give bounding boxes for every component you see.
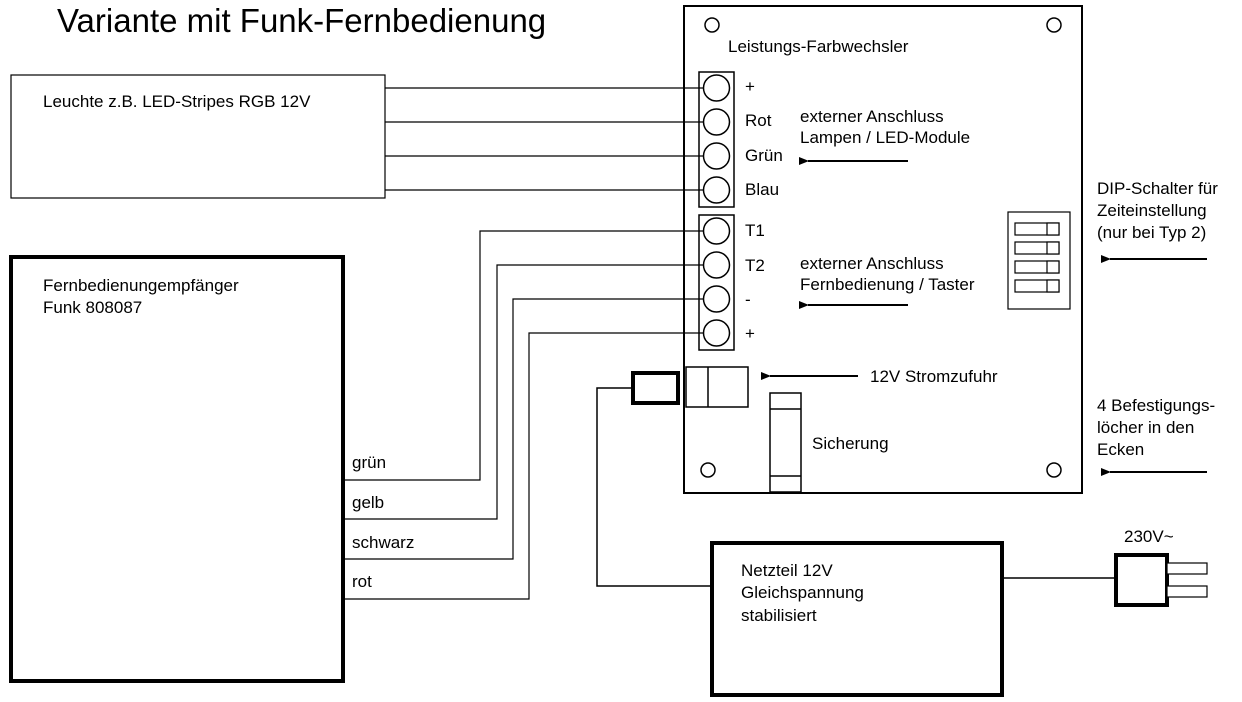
controller-title: Leistungs-Farbwechsler (728, 37, 909, 56)
mounting-hole-icon (1046, 17, 1062, 33)
diagram-title: Variante mit Funk-Fernbedienung (57, 2, 546, 39)
mounting-hole-icon (704, 17, 720, 33)
note-remote-line-1: externer Anschluss (800, 254, 944, 273)
screw-terminal-icon (702, 217, 731, 245)
mounting-hole-icon (700, 462, 716, 478)
receiver-title-line-2: Funk 808087 (43, 298, 142, 317)
terminal-label-minus: - (745, 290, 751, 309)
dip-note-line-1: DIP-Schalter für (1097, 179, 1218, 198)
dip-switch-toggle-icon (1046, 222, 1060, 236)
wire-plus-red (343, 332, 703, 600)
screw-terminal-icon (702, 108, 731, 136)
dip-switch-housing (1007, 211, 1071, 310)
power-supply-line-3: stabilisiert (741, 606, 817, 625)
dip-note-line-2: Zeiteinstellung (1097, 201, 1207, 220)
fuse-holder (769, 392, 802, 493)
mounting-hole-icon (1046, 462, 1062, 478)
dip-note-line-3: (nur bei Typ 2) (1097, 223, 1206, 242)
power-supply-line-2: Gleichspannung (741, 583, 864, 602)
dip-switch (1007, 211, 1071, 310)
note-lamps-line-1: externer Anschluss (800, 107, 944, 126)
controller-outline (683, 5, 1083, 494)
receiver-wire-label-yellow: gelb (352, 493, 384, 512)
screw-terminal-icon (702, 176, 731, 204)
power-supply-line-1: Netzteil 12V (741, 561, 833, 580)
lamp-box (10, 74, 386, 199)
plug-pin-icon (1166, 585, 1208, 598)
remote-wires (343, 230, 703, 600)
wire-t1-green (343, 230, 703, 481)
dip-switch-toggle-icon (1046, 279, 1060, 293)
power-supply-box (710, 541, 1004, 697)
terminal-label-plus: + (745, 77, 755, 96)
plug-label: 230V~ (1124, 527, 1174, 546)
terminal-block-lamps: + Rot Grün Blau (698, 71, 783, 208)
note-lamps-line-2: Lampen / LED-Module (800, 128, 970, 147)
screw-terminal-icon (702, 74, 731, 102)
controller-board: Leistungs-Farbwechsler + Rot Grün Blau T… (631, 5, 1083, 494)
receiver-wire-label-black: schwarz (352, 533, 414, 552)
lamp-wires (385, 87, 703, 191)
fuse-label: Sicherung (812, 434, 889, 453)
receiver-wire-label-red: rot (352, 572, 372, 591)
power-input-label: 12V Stromzufuhr (870, 367, 998, 386)
holes-note-line-3: Ecken (1097, 440, 1144, 459)
power-socket (685, 366, 749, 408)
power-plug (631, 371, 680, 405)
dip-switch-toggle-icon (1046, 260, 1060, 274)
wire-minus-black (343, 298, 703, 560)
terminal-block-remote: T1 T2 - + (698, 214, 765, 351)
lamp-label: Leuchte z.B. LED-Stripes RGB 12V (43, 92, 311, 111)
receiver-title-line-1: Fernbedienungempfänger (43, 276, 239, 295)
terminal-label-t2: T2 (745, 256, 765, 275)
fuse (769, 392, 802, 493)
terminal-label-blue: Blau (745, 180, 779, 199)
plug-pin-icon (1166, 562, 1208, 575)
receiver-wire-label-green: grün (352, 453, 386, 472)
screw-terminal-icon (702, 319, 731, 347)
receiver-box (9, 255, 345, 683)
terminal-label-red: Rot (745, 111, 772, 130)
screw-terminal-icon (702, 142, 731, 170)
screw-terminal-icon (702, 285, 731, 313)
terminal-label-t1: T1 (745, 221, 765, 240)
mains-plug-icon (1114, 553, 1208, 607)
wire-t2-yellow (343, 264, 703, 520)
wire-power-supply (596, 387, 712, 587)
terminal-label-green: Grün (745, 146, 783, 165)
note-remote-line-2: Fernbedienung / Taster (800, 275, 975, 294)
terminal-label-plus-remote: + (745, 324, 755, 343)
screw-terminal-icon (702, 251, 731, 279)
power-input-connector (631, 366, 749, 408)
mains-plug-body (1114, 553, 1169, 607)
holes-note-line-1: 4 Befestigungs- (1097, 396, 1215, 415)
dip-switch-toggle-icon (1046, 241, 1060, 255)
holes-note-line-2: löcher in den (1097, 418, 1194, 437)
